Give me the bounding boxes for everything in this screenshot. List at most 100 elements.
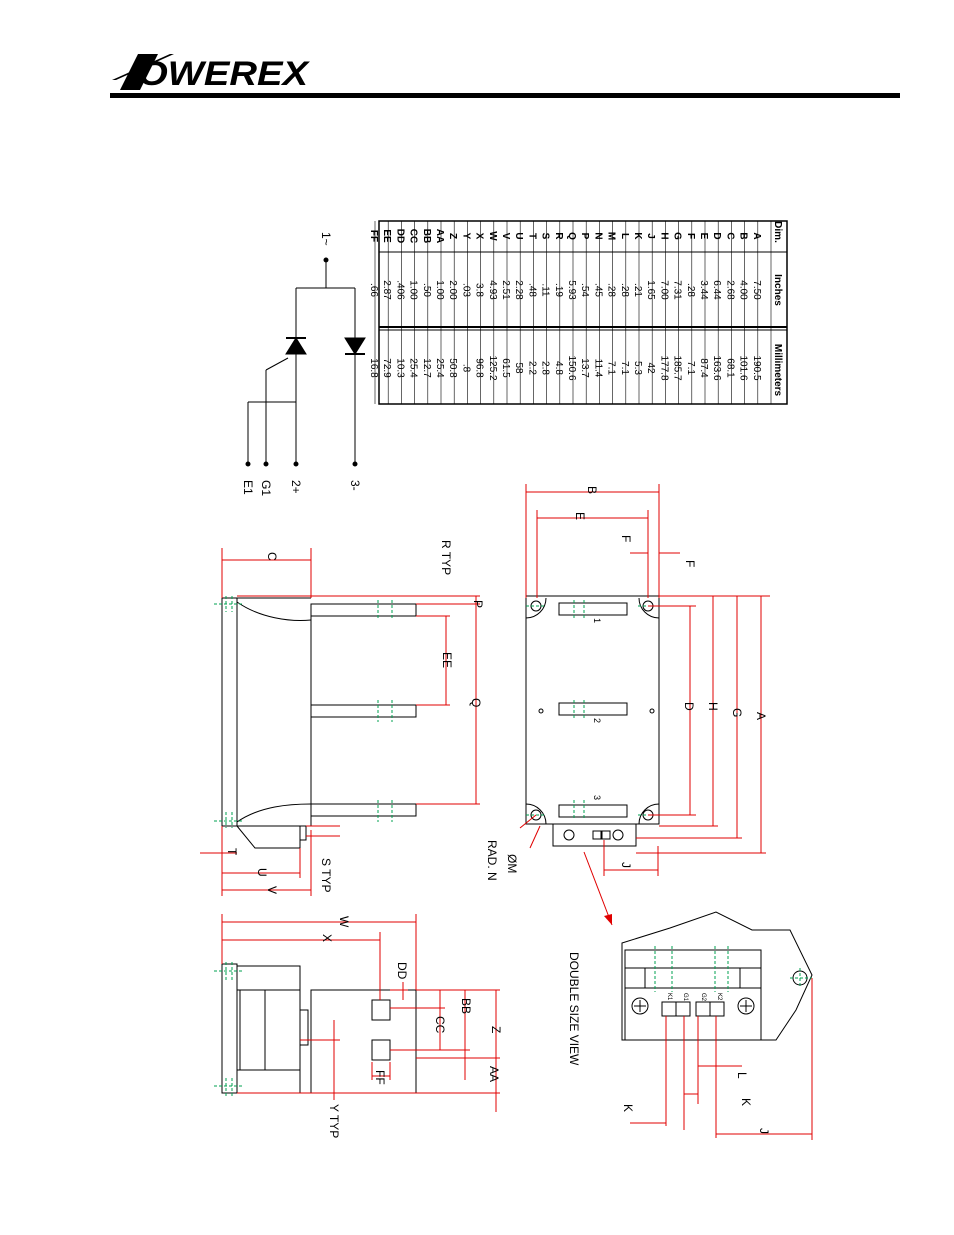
- table-cell-mm: 87.4: [698, 358, 709, 378]
- table-header-dim: Dim.: [772, 221, 783, 243]
- double-size-view: [621, 911, 813, 1041]
- table-cell-dim: E: [698, 233, 709, 240]
- top-view: [525, 595, 660, 847]
- table-cell-inches: .54: [579, 283, 590, 297]
- table-cell-inches: .406: [394, 280, 405, 300]
- table-cell-inches: 1.65: [645, 280, 656, 300]
- label-L: L: [735, 1072, 749, 1079]
- table-cell-inches: 5.93: [566, 280, 577, 300]
- table-cell-dim: F: [685, 233, 696, 239]
- label-J-bottom: J: [757, 1128, 771, 1134]
- node-e1: E1: [241, 480, 255, 495]
- table-cell-inches: .28: [619, 283, 630, 297]
- table-cell-mm: 125.2: [487, 355, 498, 380]
- label-K-right: K: [739, 1098, 753, 1106]
- label-U: U: [255, 868, 269, 877]
- label-AA: AA: [487, 1066, 501, 1082]
- powerex-logo: OWEREX: [112, 54, 310, 92]
- table-cell-mm: 13.7: [579, 358, 590, 378]
- table-header-mm: Millimeters: [772, 344, 783, 397]
- table-cell-dim: T: [526, 233, 537, 239]
- label-Y-typ: Y TYP: [327, 1104, 341, 1138]
- table-cell-inches: 4.00: [738, 280, 749, 300]
- table-cell-mm: 42: [645, 362, 656, 374]
- table-cell-dim: EE: [381, 229, 392, 243]
- label-rad-n: RAD. N: [485, 840, 499, 881]
- label-B: B: [585, 486, 599, 494]
- label-P: P: [471, 600, 485, 608]
- table-cell-mm: 7.1: [606, 361, 617, 375]
- table-cell-mm: 2.2: [526, 361, 537, 375]
- circuit-schematic: [245, 257, 366, 467]
- table-cell-dim: H: [658, 232, 669, 239]
- label-S-typ: S TYP: [319, 858, 333, 892]
- table-cell-mm: 10.3: [394, 358, 405, 378]
- label-C: C: [265, 552, 279, 561]
- table-cell-inches: 2.00: [447, 280, 458, 300]
- terminal-1-label: 1: [592, 618, 602, 623]
- table-cell-dim: AA: [434, 229, 445, 243]
- dimension-table: A7.50190.5B4.00101.6C2.6868.1D6.44163.6E…: [368, 220, 788, 405]
- table-header-inches: Inches: [772, 274, 783, 306]
- table-cell-inches: 4.93: [487, 280, 498, 300]
- table-cell-inches: 2.28: [513, 280, 524, 300]
- node-g1: G1: [259, 480, 273, 496]
- terminal-3-label: 3: [592, 795, 602, 800]
- table-cell-mm: 163.6: [711, 355, 722, 380]
- table-cell-dim: M: [606, 232, 617, 240]
- table-cell-mm: 101.6: [738, 355, 749, 380]
- table-cell-dim: J: [645, 233, 656, 239]
- table-cell-inches: 7.00: [658, 280, 669, 300]
- table-cell-mm: 68.1: [724, 358, 735, 378]
- table-cell-dim: V: [500, 233, 511, 240]
- header-rule: [110, 93, 900, 98]
- table-cell-dim: W: [487, 231, 498, 241]
- label-H: H: [706, 702, 720, 711]
- label-E: E: [573, 512, 587, 520]
- label-DD: DD: [395, 962, 409, 980]
- table-cell-mm: 25.4: [408, 358, 419, 378]
- table-cell-mm: 50.8: [447, 358, 458, 378]
- pin-k1: K1: [666, 993, 672, 1001]
- label-A: A: [754, 712, 768, 720]
- svg-text:OWEREX: OWEREX: [138, 55, 310, 92]
- table-cell-mm: 4.8: [553, 361, 564, 375]
- detail-leader: [583, 851, 613, 926]
- table-cell-dim: FF: [368, 230, 379, 242]
- table-cell-inches: 3.44: [698, 280, 709, 300]
- table-cell-dim: R: [553, 232, 564, 240]
- table-cell-mm: 25.4: [434, 358, 445, 378]
- label-FF: FF: [373, 1070, 387, 1085]
- table-cell-inches: .03: [460, 283, 471, 297]
- label-dia-m: ØM: [505, 854, 519, 873]
- label-F-top: F: [619, 535, 633, 542]
- node-plus: 2+: [289, 480, 303, 494]
- dimension-labels: C R TYP P EE Q T U V S TYP B E F F D H G…: [225, 486, 771, 1138]
- table-cell-inches: 2.68: [724, 280, 735, 300]
- table-cell-inches: 3.8: [474, 283, 485, 297]
- table-cell-dim: P: [579, 233, 590, 240]
- table-cell-mm: 190.5: [751, 355, 762, 380]
- label-T: T: [225, 848, 239, 856]
- double-size-view-caption: DOUBLE SIZE VIEW: [567, 952, 581, 1066]
- table-cell-mm: 11.4: [592, 359, 603, 378]
- table-cell-dim: Y: [460, 233, 471, 240]
- table-cell-dim: D: [711, 232, 722, 239]
- table-cell-mm: 61.5: [500, 358, 511, 378]
- table-cell-inches: .66: [368, 283, 379, 297]
- label-X: X: [320, 934, 334, 942]
- table-cell-inches: 6.44: [711, 280, 722, 300]
- table-cell-dim: G: [672, 232, 683, 240]
- table-cell-mm: 2.8: [540, 361, 551, 375]
- label-V: V: [265, 886, 279, 894]
- table-cell-inches: .28: [606, 283, 617, 297]
- label-W: W: [337, 916, 351, 928]
- table-cell-mm: 7.1: [619, 361, 630, 375]
- dimension-lines: [200, 484, 813, 1140]
- table-cell-mm: 96.8: [474, 358, 485, 378]
- table-cell-inches: .11: [540, 283, 551, 297]
- table-cell-inches: 1.00: [434, 280, 445, 300]
- table-cell-dim: S: [540, 233, 551, 240]
- side-view: [221, 597, 417, 849]
- table-cell-dim: L: [619, 233, 630, 239]
